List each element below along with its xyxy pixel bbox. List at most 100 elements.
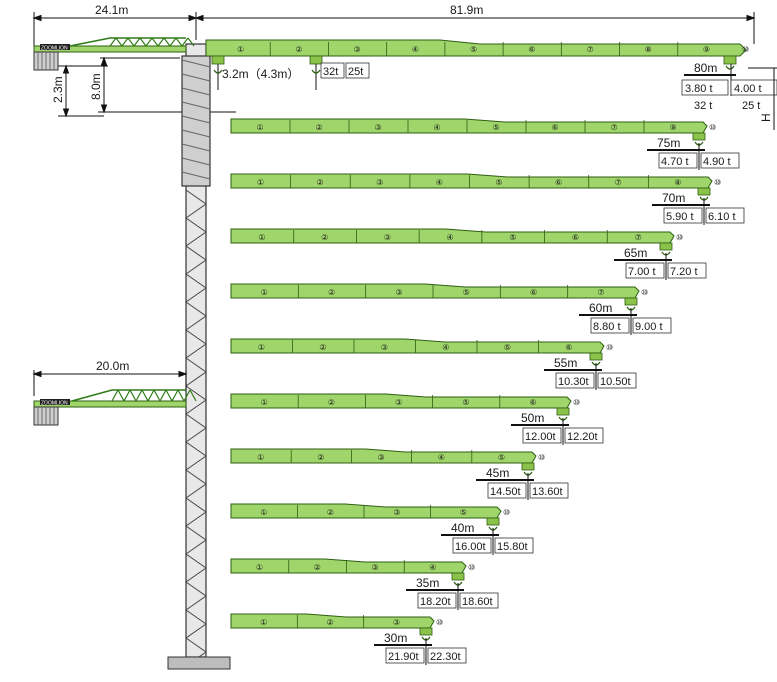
section-label: ② bbox=[328, 398, 335, 407]
capacity-a: 10.30t bbox=[558, 376, 589, 388]
jib-length-label: 81.9m bbox=[450, 3, 483, 17]
top-jib-section-9: ⑨ bbox=[703, 45, 710, 54]
section-label: ⑥ bbox=[552, 123, 559, 132]
capacity-a: 21.90t bbox=[388, 651, 419, 663]
section-label: ⑤ bbox=[498, 453, 505, 462]
top-jib-section-2: ② bbox=[295, 45, 302, 54]
section-label: ② bbox=[316, 178, 323, 187]
section-label: ① bbox=[257, 123, 264, 132]
section-label: ⑤ bbox=[504, 343, 511, 352]
section-label: ⑥ bbox=[565, 343, 572, 352]
top-dimension-lines bbox=[32, 12, 756, 46]
section-label: ④ bbox=[442, 343, 449, 352]
tip-marker: ⑩ bbox=[503, 508, 510, 517]
tip-hook-icon bbox=[725, 65, 735, 70]
section-label: ⑨ bbox=[670, 123, 677, 132]
capacity-a: 8.80 t bbox=[593, 321, 621, 333]
section-label: ③ bbox=[393, 508, 400, 517]
tip-marker: ⑩ bbox=[606, 343, 613, 352]
section-label: ③ bbox=[384, 233, 391, 242]
root-capacity-b: 25t bbox=[348, 66, 363, 78]
capacity-b: 15.80t bbox=[497, 541, 528, 553]
capacity-b: 10.50t bbox=[600, 376, 631, 388]
radius-label: 55m bbox=[554, 356, 577, 370]
radius-label: 50m bbox=[521, 411, 544, 425]
section-label: ① bbox=[260, 508, 267, 517]
capacity-a: 5.90 t bbox=[666, 211, 694, 223]
top-fall-b: 25 t bbox=[742, 100, 760, 112]
section-label: ⑤ bbox=[493, 123, 500, 132]
height-a-label: 2.3m bbox=[51, 76, 65, 103]
section-label: ① bbox=[258, 343, 265, 352]
section-label: ③ bbox=[381, 343, 388, 352]
section-label: ⑤ bbox=[463, 288, 470, 297]
capacity-a: 4.70 t bbox=[661, 156, 689, 168]
tip-marker: ⑩ bbox=[468, 563, 475, 572]
section-label: ① bbox=[261, 288, 268, 297]
radius-label: 40m bbox=[451, 521, 474, 535]
top-jib-section-1: ① bbox=[237, 45, 244, 54]
top-jib-section-4: ④ bbox=[412, 45, 419, 54]
root-hook-icon bbox=[213, 69, 223, 74]
section-label: ⑦ bbox=[611, 123, 618, 132]
section-label: ② bbox=[314, 563, 321, 572]
brand-logo-top: ZOOMLION bbox=[41, 46, 68, 52]
section-label: ② bbox=[328, 288, 335, 297]
section-label: ④ bbox=[447, 233, 454, 242]
capacity-b: 4.90 t bbox=[703, 156, 731, 168]
tip-marker: ⑩ bbox=[676, 233, 683, 242]
top-jib-section-8: ⑧ bbox=[645, 45, 652, 54]
section-label: ③ bbox=[371, 563, 378, 572]
section-label: ⑥ bbox=[572, 233, 579, 242]
section-label: ⑦ bbox=[635, 233, 642, 242]
top-jib-section-7: ⑦ bbox=[586, 45, 593, 54]
tip-marker: ⑩ bbox=[436, 618, 443, 627]
top-fall-a: 32 t bbox=[694, 100, 712, 112]
top-cap-a: 3.80 t bbox=[685, 83, 713, 95]
tip-marker: ⑩ bbox=[714, 178, 721, 187]
section-label: ⑦ bbox=[615, 178, 622, 187]
lower-counter-jib: 20.0m ZOOMLION bbox=[32, 359, 197, 426]
tower-mast bbox=[167, 43, 231, 670]
section-label: ⑤ bbox=[462, 398, 469, 407]
capacity-b: 18.60t bbox=[462, 596, 493, 608]
tip-marker: ⑩ bbox=[573, 398, 580, 407]
capacity-b: 22.30t bbox=[430, 651, 461, 663]
capacity-a: 18.20t bbox=[420, 596, 451, 608]
section-label: ⑥ bbox=[530, 288, 537, 297]
section-label: ③ bbox=[393, 618, 400, 627]
tip-marker: ⑩ bbox=[538, 453, 545, 462]
section-label: ① bbox=[256, 563, 263, 572]
section-label: ⑤ bbox=[509, 233, 516, 242]
capacity-a: 12.00t bbox=[525, 431, 556, 443]
section-label: ② bbox=[321, 233, 328, 242]
top-radius-label: 80m bbox=[694, 61, 717, 75]
radius-label: 75m bbox=[657, 136, 680, 150]
section-label: ② bbox=[316, 123, 323, 132]
section-label: ① bbox=[260, 618, 267, 627]
counter-jib-length-label: 24.1m bbox=[95, 3, 128, 17]
radius-label: 35m bbox=[416, 576, 439, 590]
hook-offset-label: 3.2m（4.3m） bbox=[222, 67, 299, 81]
capacity-a: 14.50t bbox=[490, 486, 521, 498]
section-label: ② bbox=[327, 618, 334, 627]
height-dimension-lines bbox=[58, 56, 236, 118]
top-tip-marker: ⑩ bbox=[742, 45, 749, 54]
capacity-a: 16.00t bbox=[455, 541, 486, 553]
top-cap-b: 4.00 t bbox=[734, 83, 762, 95]
section-label: ⑦ bbox=[597, 288, 604, 297]
capacity-b: 12.20t bbox=[567, 431, 598, 443]
section-label: ⑤ bbox=[495, 178, 502, 187]
mast-base bbox=[167, 656, 231, 670]
